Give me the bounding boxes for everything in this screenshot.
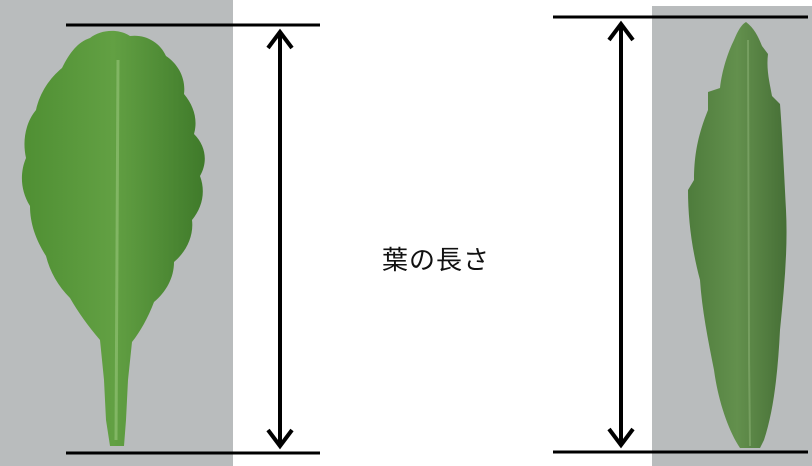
left-leaf-blade [21, 30, 205, 447]
right-leaf-blade [688, 22, 787, 448]
left-length-arrow [266, 28, 294, 450]
right-leaf-midrib [747, 39, 751, 447]
leaf-length-label: 葉の長さ [382, 246, 491, 276]
right-length-arrow [607, 20, 635, 449]
left-leaf-midrib [114, 59, 120, 441]
